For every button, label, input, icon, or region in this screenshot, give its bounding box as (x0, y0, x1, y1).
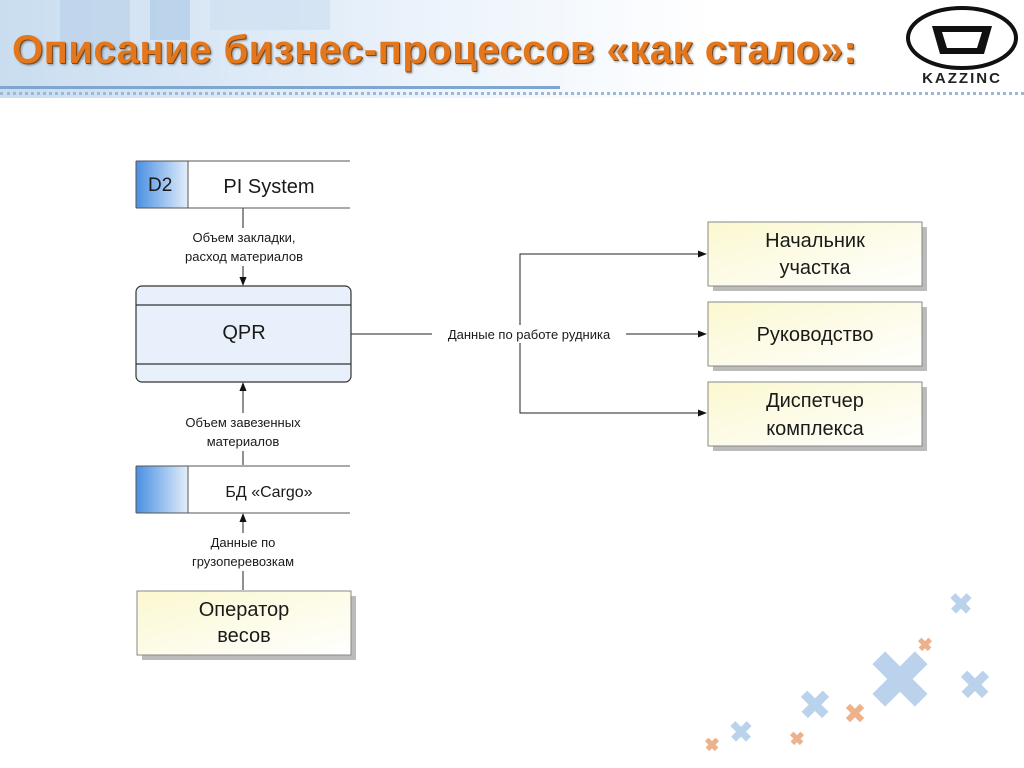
datastore-cargo: БД «Cargo» (135, 465, 350, 514)
header-decor (150, 0, 190, 40)
logo-text: KAZZINC (922, 70, 1002, 87)
header-decor (210, 0, 330, 30)
entity-section-chief: Начальник участка (707, 221, 927, 291)
flow-arrow-qpr-to-chief (519, 250, 707, 334)
entity-label-line: Руководство (757, 324, 874, 346)
flow-label-cargo-to-qpr: Объем завезенных материалов (170, 413, 320, 451)
flow-label-line: расход материалов (185, 249, 303, 264)
entity-label-line: весов (217, 625, 271, 647)
datastore-id-cell (136, 161, 188, 208)
flow-arrow-qpr-to-dispatcher (519, 334, 707, 417)
header-dotted-rule (0, 92, 1024, 95)
entity-box (707, 381, 923, 447)
flow-label-qpr-to-targets: Данные по работе рудника (432, 325, 626, 343)
entity-box (136, 590, 352, 656)
kazzinc-logo: KAZZINC (904, 4, 1020, 92)
entity-dispatcher: Диспетчер комплекса (707, 381, 927, 451)
entity-box (707, 301, 923, 367)
header-rule (0, 86, 560, 89)
flow-label-line: Объем завезенных (185, 415, 301, 430)
page-title: Описание бизнес-процессов «как стало»: (12, 28, 858, 72)
header-decor (60, 0, 130, 60)
entity-label-line: участка (779, 257, 851, 279)
flow-label-line: Объем закладки, (192, 230, 295, 245)
entity-management: Руководство (707, 301, 927, 371)
process-box (135, 285, 352, 383)
header-background (0, 0, 1024, 98)
datastore-pi-system: D2 PI System (135, 160, 350, 209)
process-qpr: QPR (135, 285, 352, 383)
logo-emblem-icon (906, 6, 1018, 70)
flow-label-line: материалов (207, 434, 280, 449)
flow-label-line: Данные по (211, 535, 276, 550)
entity-label-line: Начальник (765, 230, 865, 252)
datastore-id-cell (136, 466, 188, 513)
flow-label-line: грузоперевозкам (192, 554, 294, 569)
flow-label-pi-to-qpr: Объем закладки, расход материалов (170, 228, 320, 266)
datastore-name: PI System (223, 176, 314, 198)
process-name: QPR (222, 322, 265, 344)
entity-label-line: Оператор (199, 599, 290, 621)
flow-label-line: Данные по работе рудника (448, 327, 611, 342)
flow-label-operator-to-cargo: Данные по грузоперевозкам (180, 533, 308, 571)
datastore-id: D2 (148, 175, 172, 196)
entity-box (707, 221, 923, 287)
decorative-pattern (704, 593, 990, 752)
entity-label-line: Диспетчер (766, 390, 864, 412)
entity-operator: Оператор весов (136, 590, 356, 660)
entity-label-line: комплекса (766, 418, 864, 440)
datastore-name: БД «Cargo» (225, 484, 312, 501)
